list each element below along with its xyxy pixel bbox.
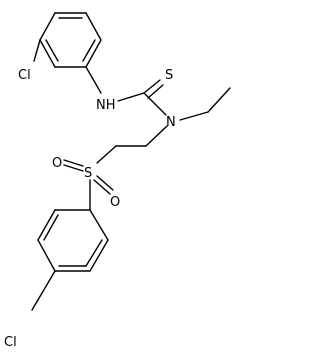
bond-c-s-double-b: [147, 84, 164, 99]
atom-s-sulfonyl: S: [84, 166, 92, 181]
bond-s-o-right-b: [93, 179, 111, 195]
atom-cl-top: Cl: [18, 68, 31, 83]
atom-n: N: [166, 115, 176, 130]
bond-c-s-double-a: [143, 79, 161, 94]
bond-c-cl-top: [33, 39, 41, 62]
bond-c-nh: [85, 66, 102, 94]
chlorophenyl-ring-bottom: [37, 209, 109, 272]
atom-o-right: O: [110, 195, 120, 210]
atom-s-thio: S: [165, 68, 173, 83]
bond-ch2-s: [96, 145, 117, 164]
bond-s-o-left-b: [63, 164, 84, 172]
bond-c-n: [143, 92, 167, 116]
bond-nh-c: [117, 92, 145, 102]
bond-n-ch2: [145, 125, 168, 147]
atom-o-left: O: [52, 156, 62, 171]
bond-ethyl-ch3: [207, 87, 231, 113]
bond-c-cl-bottom: [31, 270, 56, 311]
chemical-structure: Cl NH S N S O O Cl: [4, 12, 231, 350]
atom-nh: NH: [96, 98, 116, 113]
bond-s-o-left-a: [63, 159, 84, 167]
bond-n-ch2-ethyl: [179, 111, 209, 121]
bond-s-o-right-a: [96, 175, 114, 191]
atom-cl-bottom: Cl: [4, 335, 17, 350]
chlorophenyl-ring-top: [39, 12, 102, 68]
